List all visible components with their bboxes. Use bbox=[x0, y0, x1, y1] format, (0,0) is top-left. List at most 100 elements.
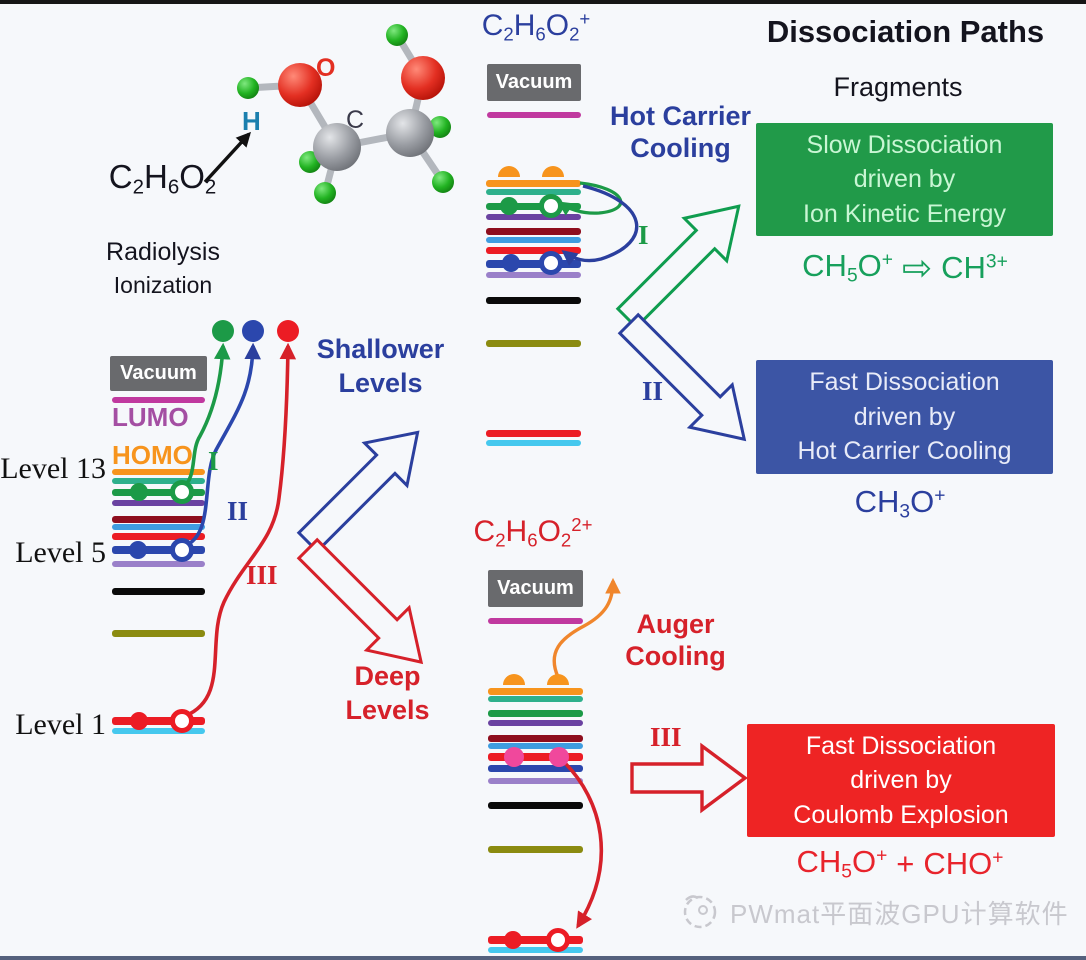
oxygen-atom bbox=[401, 56, 445, 100]
carbon-atom bbox=[313, 123, 361, 171]
energy-level-line bbox=[488, 947, 583, 953]
energy-level-line bbox=[486, 440, 581, 446]
ejection-path-i bbox=[180, 342, 231, 491]
energy-level-line bbox=[488, 753, 583, 761]
energy-level-line bbox=[486, 203, 581, 210]
energy-level-line bbox=[112, 728, 205, 734]
cation-blue-transition bbox=[561, 184, 639, 266]
energy-level-line bbox=[112, 524, 205, 530]
atom-label-h: H bbox=[242, 106, 261, 136]
energy-level-line bbox=[488, 846, 583, 853]
energy-level-line bbox=[486, 180, 581, 187]
energy-level-line bbox=[488, 710, 583, 717]
path-iii-arrow bbox=[630, 742, 748, 814]
molecule-model bbox=[237, 24, 454, 204]
path-i-label-mid: I bbox=[638, 220, 649, 250]
energy-level-line bbox=[488, 778, 583, 784]
energy-level-line bbox=[112, 546, 205, 554]
energy-level-line bbox=[486, 340, 581, 347]
level13-label: Level 13 bbox=[0, 452, 106, 485]
energy-level-line bbox=[486, 189, 581, 195]
path-iii-label-mid: III bbox=[650, 722, 682, 752]
fragments-heading: Fragments bbox=[833, 72, 963, 102]
vacuum-box-cation: Vacuum bbox=[487, 64, 581, 101]
red-fragments-row: CH5O+ + CHO+ bbox=[770, 842, 1030, 886]
auger-ejection-arrow bbox=[552, 577, 621, 678]
ionization-label: Ionization bbox=[113, 272, 213, 298]
vacuum-level-line bbox=[112, 397, 205, 403]
vacuum-label: Vacuum bbox=[120, 362, 197, 384]
energy-level-line bbox=[488, 696, 583, 702]
formula-c2h6o2: C2H6O2 bbox=[108, 158, 217, 199]
radiolysis-label: Radiolysis bbox=[106, 238, 220, 266]
energy-level-line bbox=[486, 228, 581, 235]
energy-level-line bbox=[486, 430, 581, 437]
hot-carrier-cooling-label: Hot Carrier Cooling bbox=[609, 101, 752, 164]
path-ii-arrow bbox=[617, 312, 747, 442]
energy-level-line bbox=[112, 469, 205, 475]
energy-level-line bbox=[486, 247, 581, 254]
fragment-ch5o-plus: CH5O+ bbox=[802, 248, 893, 287]
deep-levels-arrow bbox=[296, 537, 424, 665]
fragment-ch5o-plus: CH5O+ bbox=[796, 844, 888, 883]
energy-level-line bbox=[112, 500, 205, 506]
shallower-levels-arrow bbox=[296, 430, 420, 554]
energy-level-line bbox=[112, 630, 205, 637]
energy-level-line bbox=[112, 561, 205, 567]
vacuum-level-line bbox=[487, 112, 581, 118]
formula-c2h6o2-2plus: C2H6O22+ bbox=[473, 514, 593, 551]
fragment-cho-plus: CHO+ bbox=[923, 846, 1004, 881]
level5-label: Level 5 bbox=[15, 536, 106, 569]
path-iii-label-left: III bbox=[246, 560, 278, 590]
energy-level-line bbox=[112, 588, 205, 595]
energy-level-line bbox=[488, 735, 583, 742]
ejection-path-iii bbox=[184, 342, 297, 718]
auger-cooling-label: Auger Cooling bbox=[625, 609, 726, 672]
carbon-atom bbox=[386, 109, 434, 157]
shallower-levels-label: Shallower Levels bbox=[316, 334, 445, 398]
level1-label: Level 1 bbox=[15, 708, 106, 741]
green-fragments-row: CH5O+ ⇨ CH3+ bbox=[765, 246, 1045, 290]
ionization-arrow bbox=[203, 131, 251, 184]
path-ii-label-mid: II bbox=[642, 376, 664, 406]
slow-dissociation-box: Slow Dissociation driven by Ion Kinetic … bbox=[756, 123, 1053, 236]
path-i-arrow bbox=[615, 204, 741, 330]
energy-level-line bbox=[112, 489, 205, 496]
path-i-label-left: I bbox=[208, 446, 219, 476]
dissociation-paths-title: Dissociation Paths bbox=[766, 14, 1045, 49]
atom-label-o: O bbox=[316, 54, 336, 82]
vacuum-label: Vacuum bbox=[495, 71, 573, 93]
hydrogen-atom bbox=[429, 116, 451, 138]
fragment-ch-3plus: CH3+ bbox=[941, 250, 1008, 285]
energy-level-line bbox=[486, 297, 581, 304]
cation-green-transition bbox=[557, 181, 623, 216]
energy-level-line bbox=[488, 765, 583, 772]
energy-level-line bbox=[486, 214, 581, 220]
blue-fragment-row: CH3O+ bbox=[840, 482, 960, 526]
vacuum-box-left: Vacuum bbox=[110, 356, 207, 391]
atom-label-c: C bbox=[346, 106, 365, 134]
energy-level-line bbox=[488, 688, 583, 695]
pwmat-logo-icon bbox=[683, 895, 717, 929]
deep-levels-label: Deep Levels bbox=[345, 661, 430, 725]
dication-decay-arrow bbox=[562, 760, 604, 929]
energy-level-line bbox=[112, 533, 205, 540]
watermark-text: PWmat平面波GPU计算软件 bbox=[730, 899, 1069, 929]
energy-level-line bbox=[486, 237, 581, 243]
bottom-border bbox=[0, 956, 1086, 960]
ejection-path-ii bbox=[183, 342, 261, 548]
homo-label: HOMO bbox=[112, 440, 193, 470]
energy-level-line bbox=[488, 720, 583, 726]
open-arrow-icon: ⇨ bbox=[901, 247, 933, 288]
fast-dissociation-hcc-box: Fast Dissociation driven by Hot Carrier … bbox=[756, 360, 1053, 474]
hydrogen-atom bbox=[237, 77, 259, 99]
hydrogen-atom bbox=[314, 182, 336, 204]
fast-dissociation-coulomb-box: Fast Dissociation driven by Coulomb Expl… bbox=[747, 724, 1055, 837]
plus-sign: + bbox=[896, 846, 915, 881]
formula-c2h6o2-plus: C2H6O2+ bbox=[481, 8, 591, 45]
energy-level-line bbox=[486, 260, 581, 268]
energy-level-line bbox=[112, 717, 205, 725]
energy-level-line bbox=[112, 478, 205, 484]
